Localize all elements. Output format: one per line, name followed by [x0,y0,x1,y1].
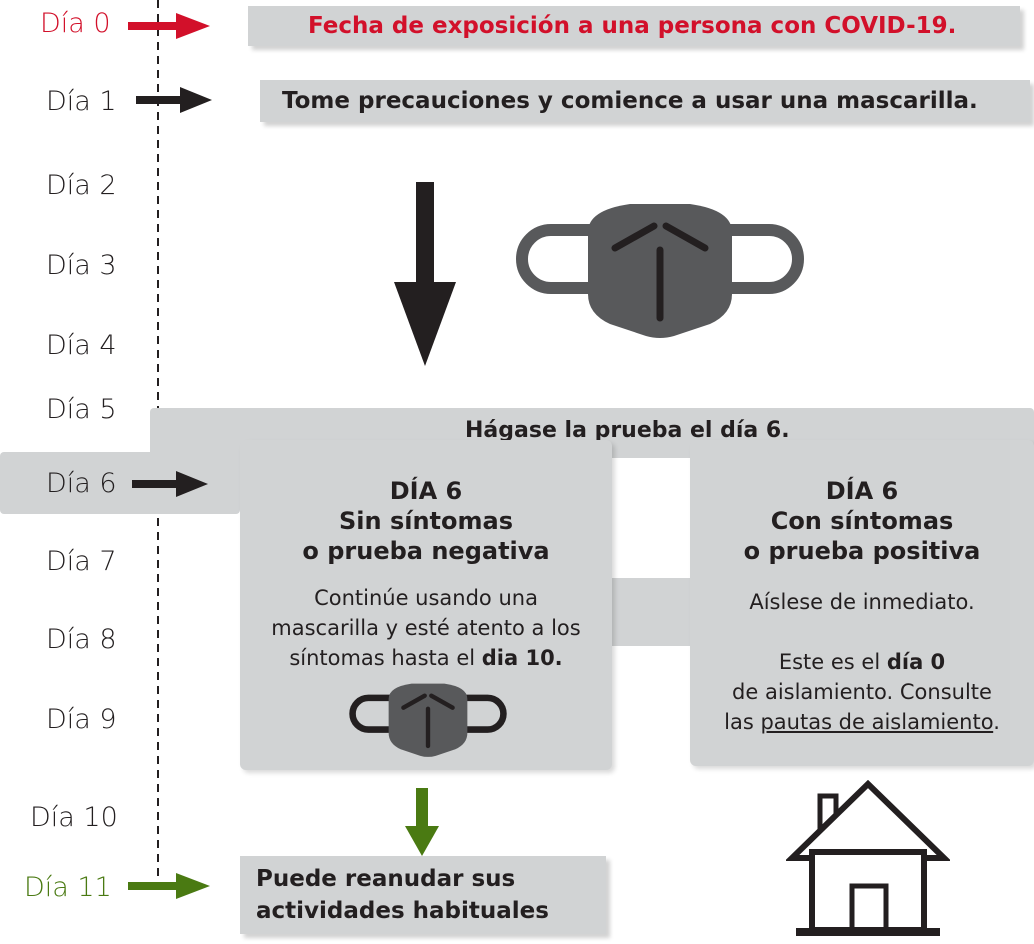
negative-title-test: o prueba negativa [302,537,550,565]
day-label-6: Día 6 [46,468,117,499]
day-label-11: Día 11 [24,872,112,903]
day-label-4: Día 4 [46,330,117,361]
house-icon [786,780,950,936]
day-label-0: Día 0 [40,8,111,39]
exposure-banner: Fecha de exposición a una persona con CO… [248,6,1020,46]
day-label-3: Día 3 [46,250,117,281]
negative-body-line1: Continúe usando una [314,586,538,610]
negative-body-line2: mascarilla y esté atento a los [271,616,581,640]
day-label-7: Día 7 [46,546,117,577]
arrow-right-icon [132,471,208,497]
positive-title-test: o prueba positiva [743,537,981,565]
day-label-10: Día 10 [30,802,118,833]
test-banner-text: Hágase la prueba el día 6. [465,418,790,443]
precautions-banner: Tome precauciones y comience a usar una … [260,80,1030,122]
negative-title-symptoms: Sin síntomas [339,507,513,535]
resume-banner: Puede reanudar sus actividades habituale… [240,856,606,934]
mask-icon [349,683,507,757]
day-label-9: Día 9 [46,704,117,735]
arrow-down-icon [405,788,439,856]
mask-icon [516,204,804,338]
positive-body-isolate: Aíslese de inmediato. [749,590,975,614]
negative-result-card: DÍA 6 Sin síntomas o prueba negativa Con… [240,440,612,770]
resume-text-line1: Puede reanudar sus [256,866,516,892]
cards-connector [612,578,692,646]
day-label-8: Día 8 [46,624,117,655]
negative-body-line3: síntomas hasta el dia 10. [289,646,563,670]
day-label-1: Día 1 [46,86,117,117]
resume-text-line2: actividades habituales [256,898,549,924]
arrow-right-icon [136,87,212,113]
arrow-right-icon [128,873,210,899]
isolation-guidelines-link[interactable]: pautas de aislamiento [760,710,994,734]
positive-body-line3: de aislamiento. Consulte [732,680,992,704]
precautions-text: Tome precauciones y comience a usar una … [282,88,978,114]
positive-title-day: DÍA 6 [825,477,899,505]
day-label-2: Día 2 [46,170,117,201]
arrow-right-icon [128,13,210,39]
exposure-text: Fecha de exposición a una persona con CO… [308,13,957,39]
positive-result-card: DÍA 6 Con síntomas o prueba positiva Aís… [690,440,1034,766]
positive-title-symptoms: Con síntomas [770,507,954,535]
positive-body-line2: Este es el día 0 [778,650,946,674]
arrow-down-icon [394,182,456,366]
positive-body-line4: las pautas de aislamiento. [724,710,1000,734]
day-label-5: Día 5 [46,394,117,425]
negative-title-day: DÍA 6 [389,477,463,505]
